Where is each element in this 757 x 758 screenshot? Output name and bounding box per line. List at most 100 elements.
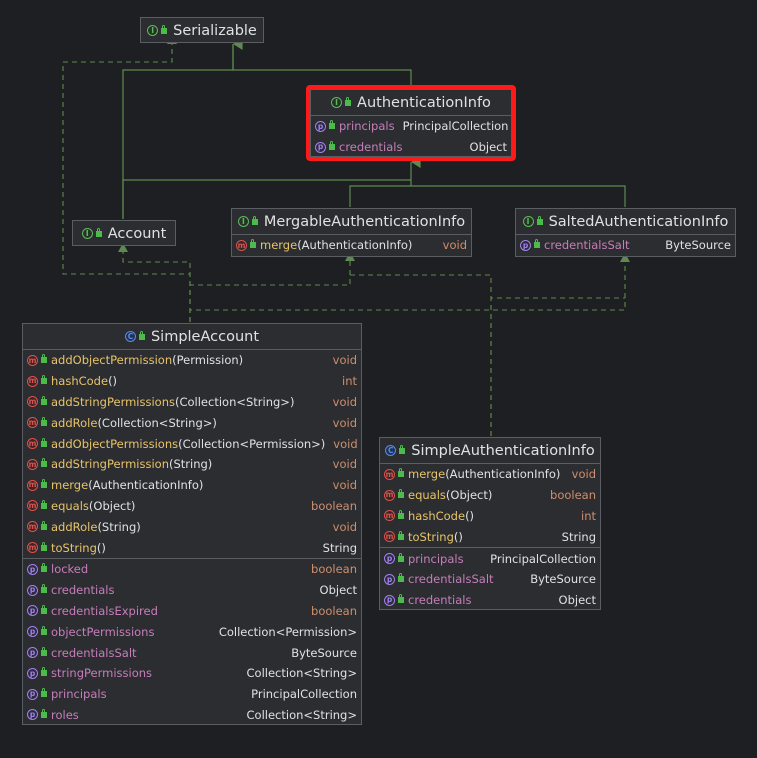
method-return-type: void bbox=[332, 519, 357, 534]
method-signature: (Object) bbox=[88, 498, 136, 513]
method-icon: m bbox=[236, 239, 247, 251]
property-icon: p bbox=[520, 239, 531, 251]
public-lock-icon bbox=[41, 667, 47, 677]
method-signature: () bbox=[108, 374, 118, 389]
public-lock-icon bbox=[41, 479, 47, 489]
edge-simpleaccount-account bbox=[122, 252, 191, 322]
authentication-info-interface[interactable]: I AuthenticationInfo p principals Princi… bbox=[310, 89, 512, 157]
edge-simpleaccount-serializable bbox=[62, 44, 191, 322]
property-row[interactable]: p credentialsSalt ByteSource bbox=[516, 235, 735, 256]
method-return-type: void bbox=[332, 457, 357, 472]
method-return-type: void bbox=[332, 394, 357, 409]
method-signature: (String) bbox=[169, 457, 213, 472]
property-row[interactable]: p principals PrincipalCollection bbox=[311, 116, 511, 137]
property-name: credentials bbox=[408, 593, 472, 608]
public-lock-icon bbox=[41, 354, 47, 364]
method-return-type: void bbox=[332, 353, 357, 368]
property-name: stringPermissions bbox=[51, 666, 153, 681]
property-name: objectPermissions bbox=[51, 624, 155, 639]
property-type: ByteSource bbox=[665, 238, 731, 253]
class-name: SimpleAccount bbox=[150, 328, 260, 345]
public-lock-icon bbox=[399, 444, 406, 454]
property-name: principals bbox=[339, 119, 395, 134]
method-name: equals bbox=[408, 488, 446, 503]
public-lock-icon bbox=[41, 541, 47, 551]
class-icon: C bbox=[385, 445, 397, 456]
property-icon: p bbox=[27, 667, 38, 679]
method-name: addObjectPermission bbox=[51, 353, 173, 368]
property-type: Object bbox=[469, 140, 507, 155]
property-icon: p bbox=[27, 709, 38, 721]
public-lock-icon bbox=[138, 330, 145, 340]
edge-salted-authinfo bbox=[410, 156, 626, 207]
method-signature: (AuthenticationInfo) bbox=[297, 238, 413, 253]
property-icon: p bbox=[27, 626, 38, 638]
method-row[interactable]: m addObjectPermission(Permission) void bbox=[23, 350, 361, 371]
property-row[interactable]: p objectPermissions Collection<Permission> bbox=[23, 621, 361, 642]
property-name: credentialsSalt bbox=[408, 572, 494, 587]
public-lock-icon bbox=[41, 375, 47, 385]
interface-icon: I bbox=[331, 97, 343, 108]
method-signature: () bbox=[453, 529, 463, 544]
property-icon: p bbox=[315, 141, 326, 153]
method-name: merge bbox=[51, 478, 89, 493]
property-type: Collection<Permission> bbox=[218, 624, 357, 639]
edge-simpleauth-mergable bbox=[350, 274, 492, 436]
method-signature: (Collection<Permission>) bbox=[178, 436, 326, 451]
authentication-info-header: I AuthenticationInfo bbox=[311, 90, 511, 115]
method-icon: m bbox=[27, 396, 38, 408]
property-row[interactable]: p credentials Object bbox=[311, 137, 511, 158]
public-lock-icon bbox=[41, 458, 47, 468]
method-signature: (Permission) bbox=[172, 353, 244, 368]
mergable-authentication-info-interface[interactable]: I MergableAuthenticationInfo m merge (Au… bbox=[231, 208, 472, 257]
public-lock-icon bbox=[398, 594, 404, 604]
property-name: credentials bbox=[339, 140, 403, 155]
simple-authentication-info-header: C SimpleAuthenticationInfo bbox=[380, 438, 600, 463]
serializable-interface[interactable]: I Serializable bbox=[140, 17, 264, 43]
interface-name: SaltedAuthenticationInfo bbox=[548, 213, 729, 230]
public-lock-icon bbox=[41, 563, 47, 573]
edge-simpleaccount-salted bbox=[189, 262, 626, 322]
method-icon: m bbox=[27, 354, 38, 366]
public-lock-icon bbox=[41, 437, 47, 447]
edge-account-authinfo bbox=[122, 179, 411, 219]
edge-account-serializable bbox=[122, 44, 234, 219]
salted-authentication-info-interface[interactable]: I SaltedAuthenticationInfo p credentials… bbox=[515, 208, 736, 257]
property-type: PrincipalCollection bbox=[490, 551, 596, 566]
public-lock-icon bbox=[41, 688, 47, 698]
property-type: Object bbox=[558, 593, 596, 608]
property-name: locked bbox=[51, 562, 89, 577]
account-interface[interactable]: I Account bbox=[72, 220, 176, 246]
method-name: addRole bbox=[51, 519, 98, 534]
method-return-type: void bbox=[332, 478, 357, 493]
method-name: addObjectPermissions bbox=[51, 436, 179, 451]
method-signature: () bbox=[465, 508, 475, 523]
method-name: toString bbox=[408, 529, 454, 544]
method-row[interactable]: m merge (AuthenticationInfo) void bbox=[232, 235, 471, 256]
